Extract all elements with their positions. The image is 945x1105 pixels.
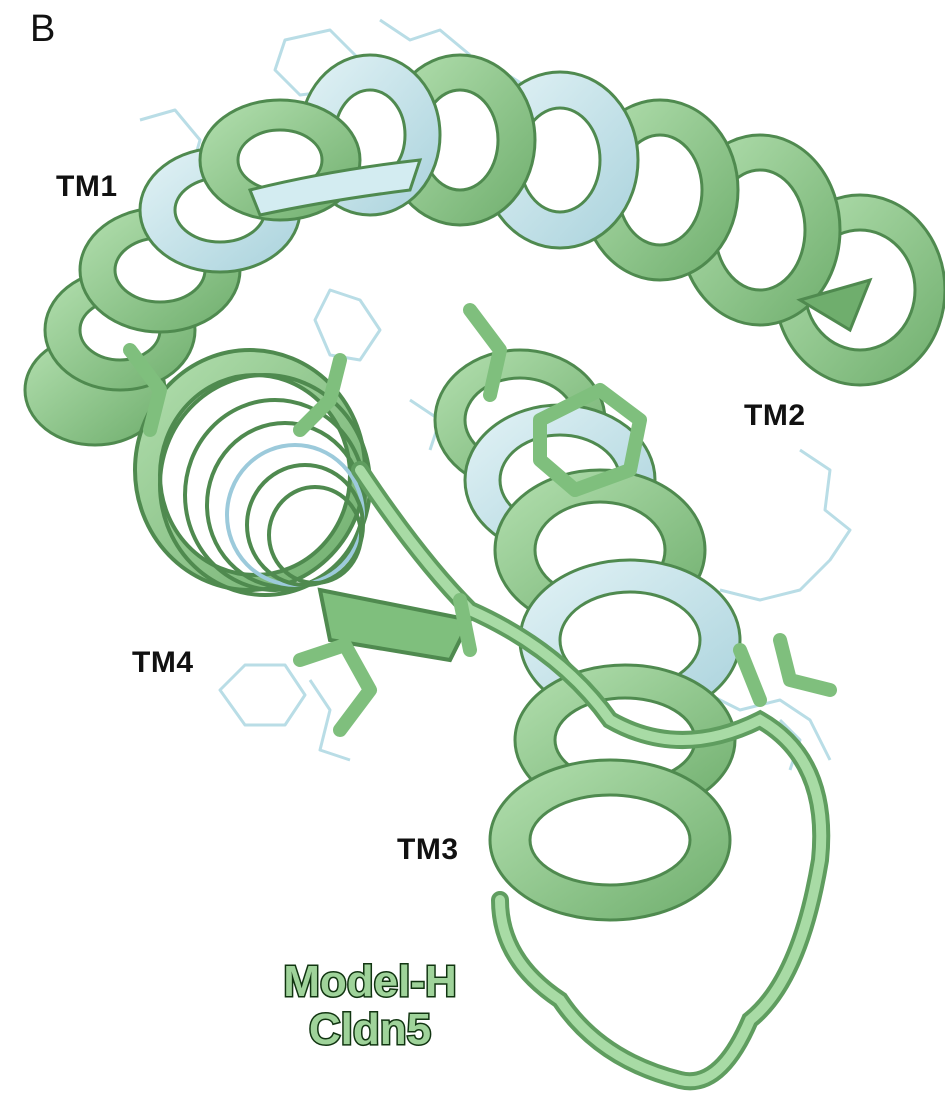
tm1-label: TM1 [56, 170, 118, 204]
legend-line-2: Cldn5 [265, 1006, 475, 1054]
tm4-helix [135, 350, 470, 660]
tm3-label: TM3 [397, 833, 459, 867]
tm4-label: TM4 [132, 646, 194, 680]
legend-line-1: Model-H [265, 958, 475, 1006]
tm2-label: TM2 [744, 399, 806, 433]
panel-label: B [30, 8, 55, 51]
tm2-helix [300, 55, 945, 385]
model-legend: Model-H Cldn5 [265, 958, 475, 1054]
tm3-helix [435, 350, 740, 920]
